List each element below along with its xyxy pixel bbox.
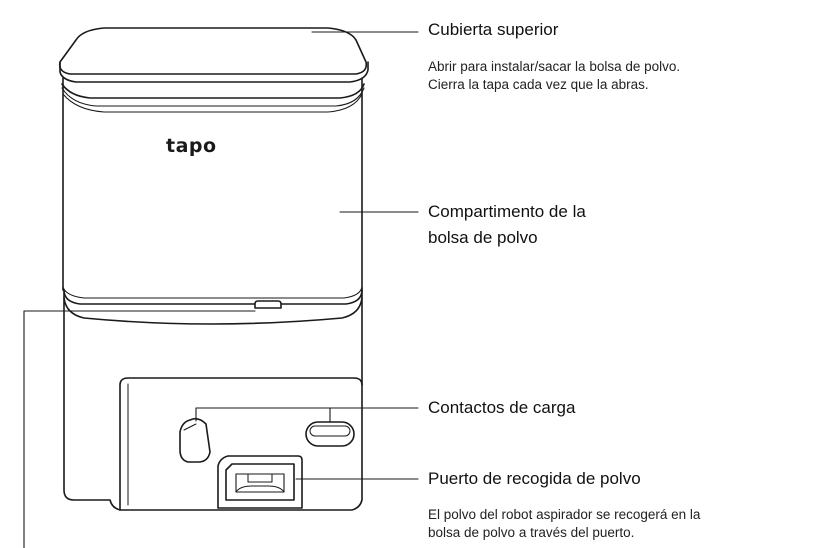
top-cover (58, 27, 369, 113)
compartment-latch (254, 300, 282, 309)
callout-top-cover-desc-2: Cierra la tapa cada vez que la abras. (428, 77, 649, 92)
charging-contact-left (179, 417, 211, 463)
dust-collection-port (217, 455, 303, 509)
callout-charging-contacts-title: Contactos de carga (428, 398, 576, 417)
callout-dust-port-desc-1: El polvo del robot aspirador se recogerá… (428, 507, 701, 522)
charging-contact-right (305, 421, 355, 447)
callout-compartment-title-1: Compartimento de la (428, 202, 586, 221)
leader-lines (23, 31, 419, 548)
dock-base (63, 289, 363, 511)
callout-top-cover-desc-1: Abrir para instalar/sacar la bolsa de po… (428, 59, 681, 74)
leader-charging-left (195, 407, 419, 422)
callout-dust-port-title: Puerto de recogida de polvo (428, 469, 641, 488)
tapo-logo: tapo (166, 135, 217, 157)
callout-top-cover-title: Cubierta superior (428, 20, 559, 39)
waist-band (63, 289, 363, 325)
dust-bag-compartment (62, 77, 363, 299)
leader-waist (23, 310, 256, 548)
callout-dust-port-desc-2: bolsa de polvo a través del puerto. (428, 525, 635, 540)
callout-compartment-title-2: bolsa de polvo (428, 228, 538, 247)
